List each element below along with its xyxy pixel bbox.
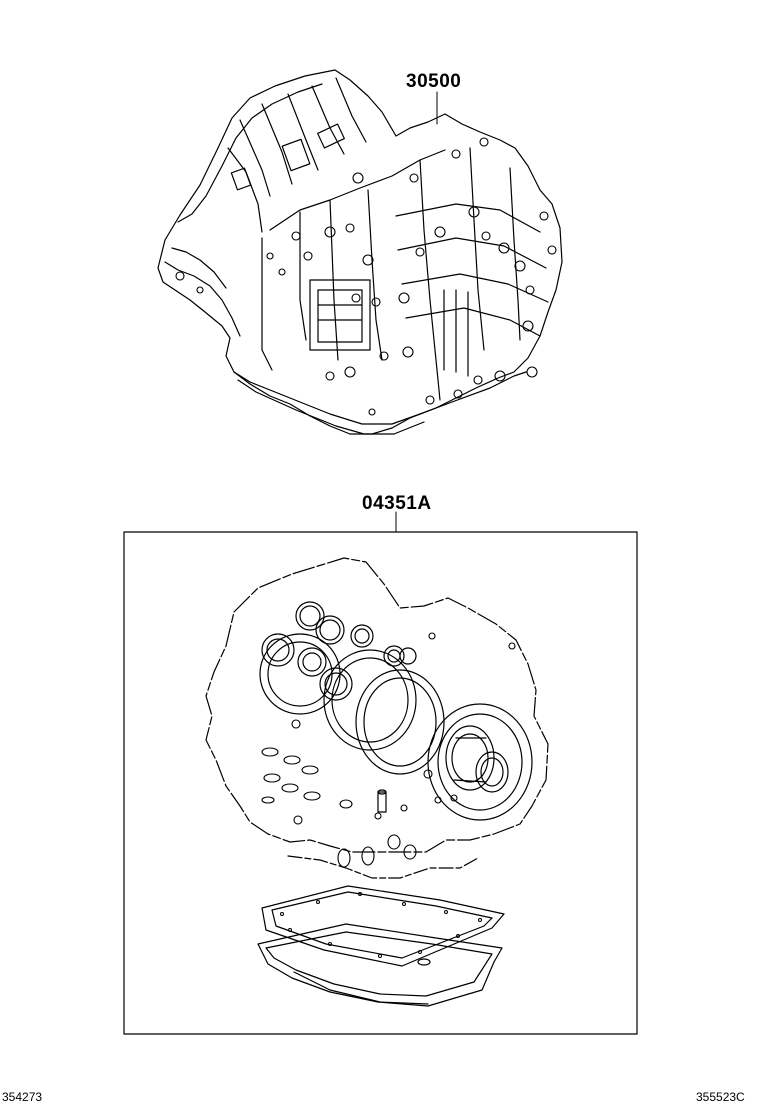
gasket-kit-illustration <box>205 557 549 1007</box>
transaxle-assembly-illustration <box>157 69 563 435</box>
gasket-kit-frame <box>123 511 638 1035</box>
illustration-code-right: 355523C <box>696 1090 745 1104</box>
part-number-gasket-kit[interactable]: 04351A <box>362 493 432 514</box>
part-number-transaxle[interactable]: 30500 <box>406 71 462 92</box>
illustration-code-left: 354273 <box>2 1090 43 1104</box>
